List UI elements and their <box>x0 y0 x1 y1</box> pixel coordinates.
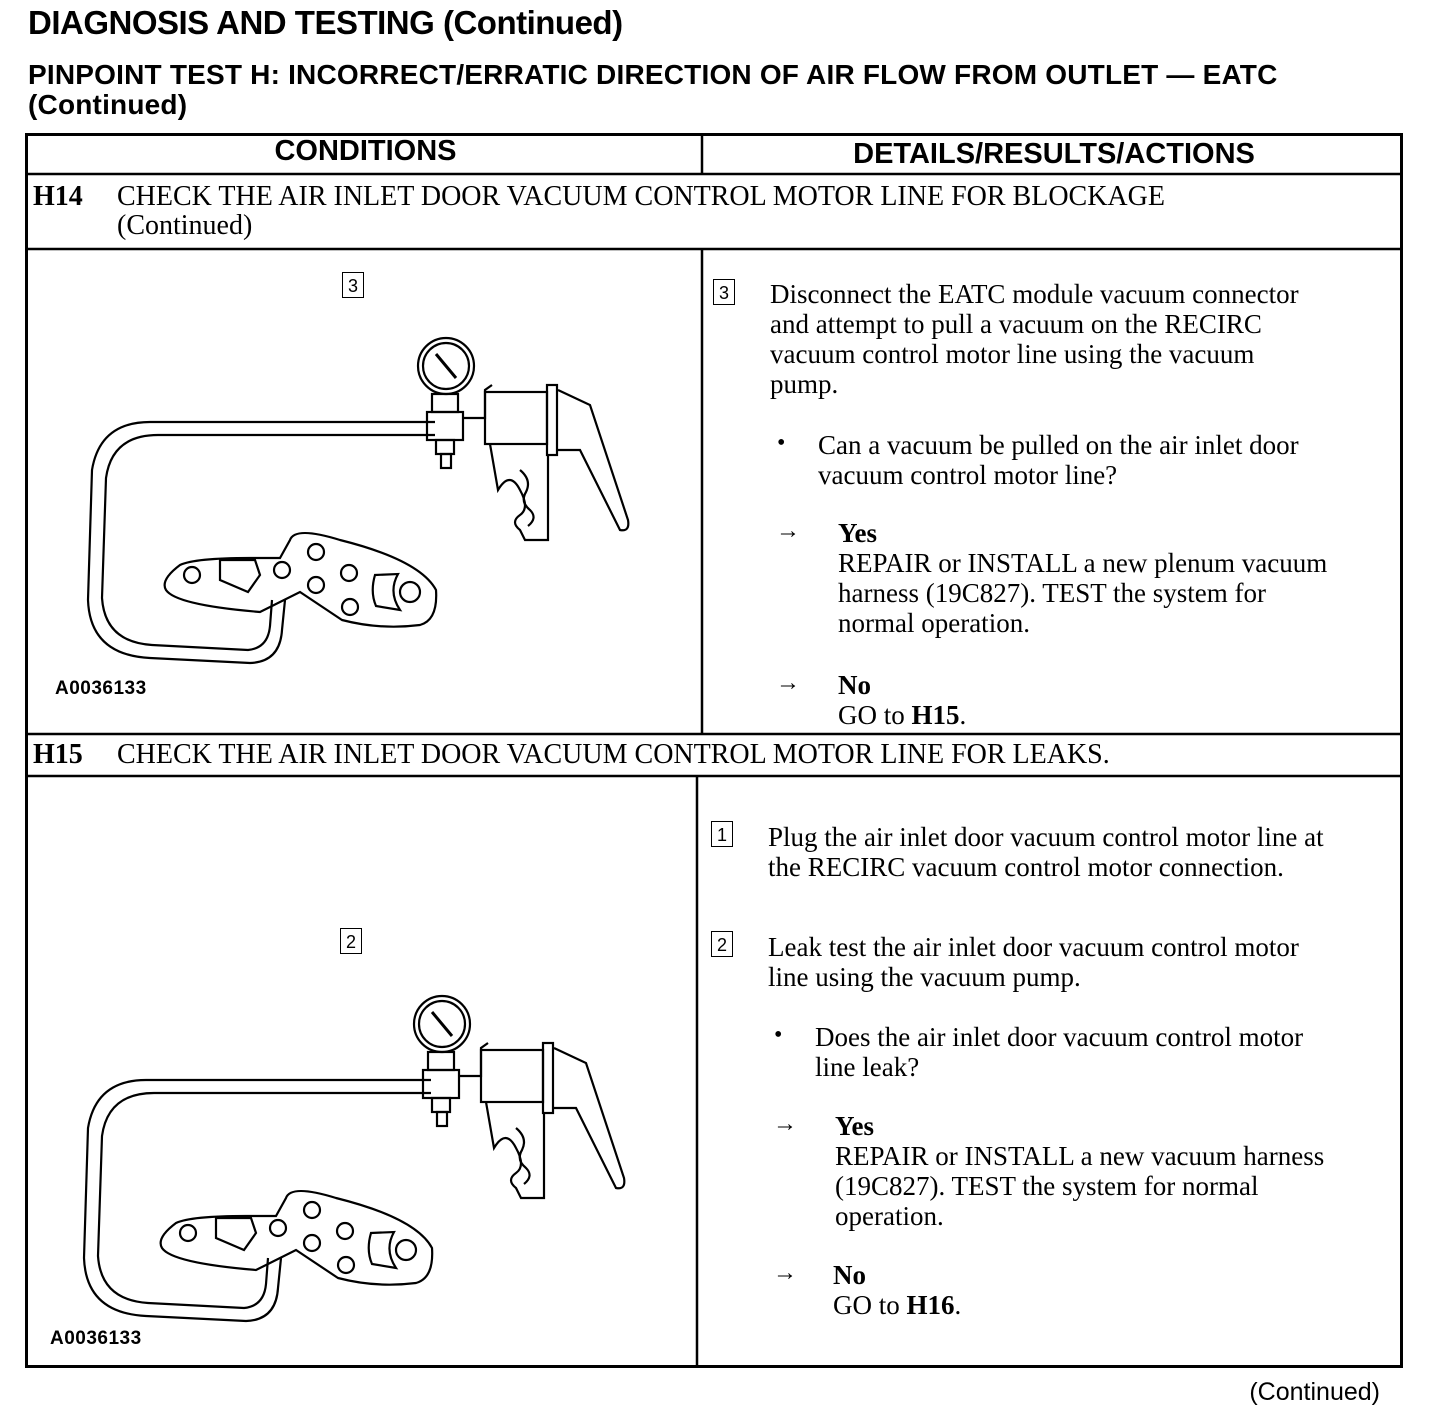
arrow-right-icon: → <box>773 1260 797 1286</box>
result-no: No GO to H16. <box>833 1260 962 1320</box>
step-h14-title: CHECK THE AIR INLET DOOR VACUUM CONTROL … <box>117 181 1165 241</box>
test-question: Can a vacuum be pulled on the air inlet … <box>818 430 1299 490</box>
result-yes: Yes REPAIR or INSTALL a new plenum vacuu… <box>838 518 1328 638</box>
arrow-right-icon: → <box>773 1111 797 1137</box>
bullet-icon: • <box>777 430 786 456</box>
step-instruction: Disconnect the EATC module vacuum connec… <box>770 279 1299 399</box>
step-number-box: 1 <box>711 821 733 847</box>
pinpoint-test-title: PINPOINT TEST H: INCORRECT/ERRATIC DIREC… <box>28 60 1418 120</box>
arrow-right-icon: → <box>776 518 800 544</box>
goto-step-link[interactable]: H16 <box>906 1290 955 1320</box>
step-instruction: Plug the air inlet door vacuum control m… <box>768 822 1324 882</box>
continued-footer: (Continued) <box>1249 1378 1380 1406</box>
column-header-conditions: CONDITIONS <box>274 135 457 167</box>
figure-step-number: 2 <box>340 928 362 954</box>
step-number-box: 2 <box>711 931 733 957</box>
step-instruction: Leak test the air inlet door vacuum cont… <box>768 932 1299 992</box>
figure-step-number: 3 <box>342 272 364 298</box>
column-header-details: DETAILS/RESULTS/ACTIONS <box>853 138 1255 170</box>
page-title: DIAGNOSIS AND TESTING (Continued) <box>28 4 623 41</box>
pinpoint-test-table <box>25 133 1403 1368</box>
figure-id: A0036133 <box>55 678 147 699</box>
step-h15-id: H15 <box>33 739 83 770</box>
result-yes: Yes REPAIR or INSTALL a new vacuum harne… <box>835 1111 1325 1231</box>
result-no: No GO to H15. <box>838 670 967 730</box>
figure-id: A0036133 <box>50 1328 142 1349</box>
step-h15-title: CHECK THE AIR INLET DOOR VACUUM CONTROL … <box>117 739 1110 770</box>
arrow-right-icon: → <box>776 670 800 696</box>
step-h14-id: H14 <box>33 181 83 212</box>
test-title-line-1: PINPOINT TEST H: INCORRECT/ERRATIC DIREC… <box>28 59 1278 90</box>
step-number-box: 3 <box>713 279 735 305</box>
vacuum-pump-illustration <box>82 994 626 1323</box>
bullet-icon: • <box>774 1022 783 1048</box>
test-question: Does the air inlet door vacuum control m… <box>815 1022 1304 1082</box>
test-title-line-2: (Continued) <box>28 89 188 120</box>
goto-step-link[interactable]: H15 <box>911 700 960 730</box>
vacuum-pump-illustration <box>86 336 630 665</box>
